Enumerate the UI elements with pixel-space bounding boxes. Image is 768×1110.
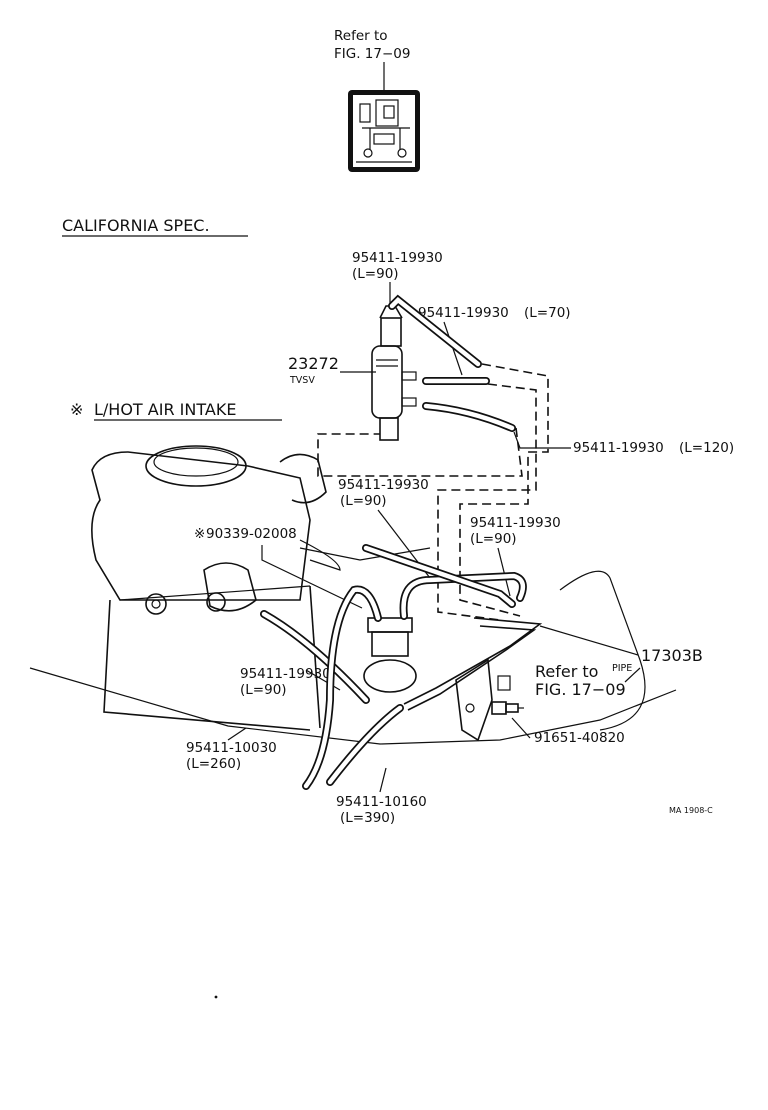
- callout-plug-part: 90339-02008: [206, 526, 297, 542]
- callout-hose-260-length: (L=260): [186, 756, 241, 772]
- air-cleaner: [91, 445, 327, 731]
- callout-hose-120-length: (L=120): [679, 440, 734, 456]
- tvsv-valve: [371, 305, 417, 441]
- dashed-route-3: [317, 427, 523, 477]
- callout-hose-390-length: (L=390): [340, 810, 395, 826]
- callout-hose-70-part: 95411-19930: [418, 305, 509, 321]
- callout-hose-mid-a-length: (L=90): [340, 493, 387, 509]
- vacuum-valve-lower: [363, 617, 417, 693]
- callout-hose-390-part: 95411-10160: [336, 794, 427, 810]
- callout-hose-mid-b-length: (L=90): [470, 531, 517, 547]
- hose-390-inner: [327, 705, 403, 785]
- duct-lip: [299, 539, 341, 571]
- callout-hose-left-length: (L=90): [240, 682, 287, 698]
- engine-outline-right: [559, 570, 646, 731]
- callout-hose-120-part: 95411-19930: [573, 440, 664, 456]
- section-title: CALIFORNIA SPEC.: [62, 216, 210, 235]
- dashed-route-2: [437, 383, 537, 621]
- reference-thumbnail: [348, 90, 420, 172]
- leader-refer-lower: [624, 667, 641, 683]
- callout-refer-lower-2: FIG. 17−09: [535, 680, 626, 699]
- leader-hose-left: [305, 669, 341, 691]
- pipe-17303b: [403, 617, 543, 711]
- callout-hose-70-length: (L=70): [524, 305, 571, 321]
- bolt-91651: [491, 701, 524, 715]
- leader-hose-390: [379, 767, 387, 793]
- refer-line-1: Refer to: [334, 28, 388, 44]
- callout-hose-260-part: 95411-10030: [186, 740, 277, 756]
- hose-mid-90-inner: [401, 573, 526, 619]
- leader-plug: [261, 545, 363, 609]
- bracket: [455, 658, 493, 742]
- refer-line-2: FIG. 17−09: [334, 46, 410, 62]
- callout-hose-top-length: (L=90): [352, 266, 399, 282]
- leader-hose-260: [227, 727, 247, 741]
- hose-260-inner: [303, 587, 381, 789]
- dashed-route-1: [459, 363, 549, 617]
- callout-hose-top-part: 95411-19930: [352, 250, 443, 266]
- duct-edge: [299, 547, 431, 561]
- callout-pipe-part: 17303B: [641, 646, 703, 665]
- leader-pipe: [539, 625, 639, 656]
- figure-code: MA 1908-C: [669, 806, 713, 815]
- callout-plug-mark: ※: [194, 526, 205, 542]
- leader-hose-mid-b: [497, 547, 511, 597]
- hose-120-inner: [423, 403, 515, 431]
- callout-hose-mid-a-part: 95411-19930: [338, 477, 429, 493]
- callout-tvsv-part: 23272: [288, 354, 339, 373]
- engine-outline-lower: [29, 667, 677, 745]
- note-text: L/HOT AIR INTAKE: [94, 400, 236, 419]
- callout-bolt-part: 91651-40820: [534, 730, 625, 746]
- leader-hose-120: [513, 431, 571, 449]
- hose-90-top-inner: [389, 296, 481, 367]
- callout-pipe-name: PIPE: [612, 663, 632, 674]
- callout-hose-left-part: 95411-19930: [240, 666, 331, 682]
- hose-left-90-inner: [261, 611, 369, 703]
- note-mark: ※: [70, 400, 83, 419]
- scan-dot: [214, 995, 218, 999]
- callout-refer-lower-1: Refer to: [535, 662, 598, 681]
- hose-mid-b-90-inner: [363, 545, 515, 607]
- callout-tvsv-name: TVSV: [289, 375, 315, 386]
- callout-hose-mid-b-part: 95411-19930: [470, 515, 561, 531]
